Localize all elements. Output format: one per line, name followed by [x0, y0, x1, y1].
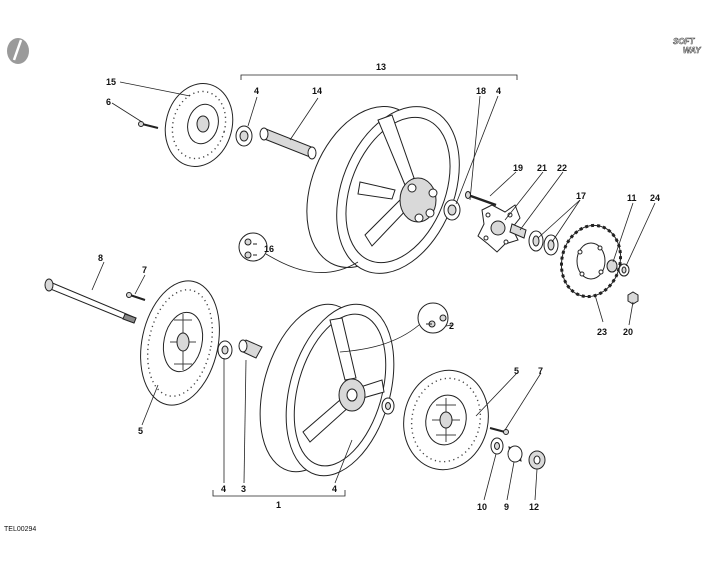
- front-disc-screw-left: [126, 292, 146, 301]
- leader-lines: [91, 81, 656, 501]
- callout-5: 5: [514, 366, 519, 376]
- front-disc-screw-right: [489, 427, 509, 435]
- sprocket-carrier: [477, 204, 521, 253]
- callout-9: 9: [504, 502, 509, 512]
- logo-line-1: SOFT: [673, 37, 695, 46]
- front-wheel-rim: [259, 303, 395, 477]
- front-bushing: [507, 445, 523, 463]
- callout-15: 15: [106, 77, 116, 87]
- rear-brake-disc: [164, 83, 234, 167]
- carrier-bearings: [528, 230, 559, 256]
- carrier-nut: [627, 291, 639, 305]
- logo-line-2: WAY: [683, 46, 701, 55]
- sprocket-nut: [606, 259, 618, 273]
- callout-16: 16: [264, 244, 274, 254]
- callout-6: 6: [106, 97, 111, 107]
- rear-wheel-rim: [306, 106, 460, 274]
- disc-screw: [138, 121, 159, 129]
- front-spacer: [238, 339, 263, 359]
- callout-labels: 1 2 3 4 4 4 4 5 5 6 7 7 8 9 10 11 12 13 …: [98, 62, 660, 512]
- callout-2: 2: [449, 321, 454, 331]
- callout-4: 4: [332, 484, 337, 494]
- callout-17: 17: [576, 191, 586, 201]
- callout-5: 5: [138, 426, 143, 436]
- front-brake-disc-left: [140, 280, 220, 406]
- callout-10: 10: [477, 502, 487, 512]
- callout-8: 8: [98, 253, 103, 263]
- callout-4: 4: [496, 86, 501, 96]
- softway-logo: SOFT WAY: [671, 36, 709, 58]
- callout-21: 21: [537, 163, 547, 173]
- callout-22: 22: [557, 163, 567, 173]
- corner-mark-icon: [7, 38, 29, 64]
- callout-24: 24: [650, 193, 660, 203]
- detail-bubble-2: [339, 302, 449, 353]
- callout-13: 13: [376, 62, 386, 72]
- callout-4: 4: [221, 484, 226, 494]
- callout-7: 7: [538, 366, 543, 376]
- callout-7: 7: [142, 265, 147, 275]
- front-axle: [44, 278, 137, 324]
- detail-bubble-16: [238, 232, 359, 273]
- bracket-1: [212, 490, 346, 497]
- drawing-code: TEL00294: [4, 526, 36, 533]
- callout-18: 18: [476, 86, 486, 96]
- rear-bearing-right: [443, 199, 461, 221]
- callout-1: 1: [276, 500, 281, 510]
- callout-3: 3: [241, 484, 246, 494]
- front-axle-nut: [528, 450, 546, 470]
- bracket-13: [240, 74, 518, 80]
- callout-4: 4: [254, 86, 259, 96]
- front-bearing-right: [381, 397, 395, 415]
- callout-23: 23: [597, 327, 607, 337]
- callout-11: 11: [627, 193, 637, 203]
- callout-14: 14: [312, 86, 322, 96]
- front-brake-disc-right: [403, 369, 489, 471]
- callout-19: 19: [513, 163, 523, 173]
- front-bearing-left: [217, 340, 233, 360]
- rear-bearing-left: [235, 125, 253, 147]
- callout-20: 20: [623, 327, 633, 337]
- callout-12: 12: [529, 502, 539, 512]
- rear-spacer-tube: [259, 127, 317, 160]
- sprocket-washer: [618, 263, 630, 277]
- carrier-spacer: [509, 223, 527, 239]
- rear-sprocket: [559, 223, 623, 299]
- front-washer: [490, 437, 504, 455]
